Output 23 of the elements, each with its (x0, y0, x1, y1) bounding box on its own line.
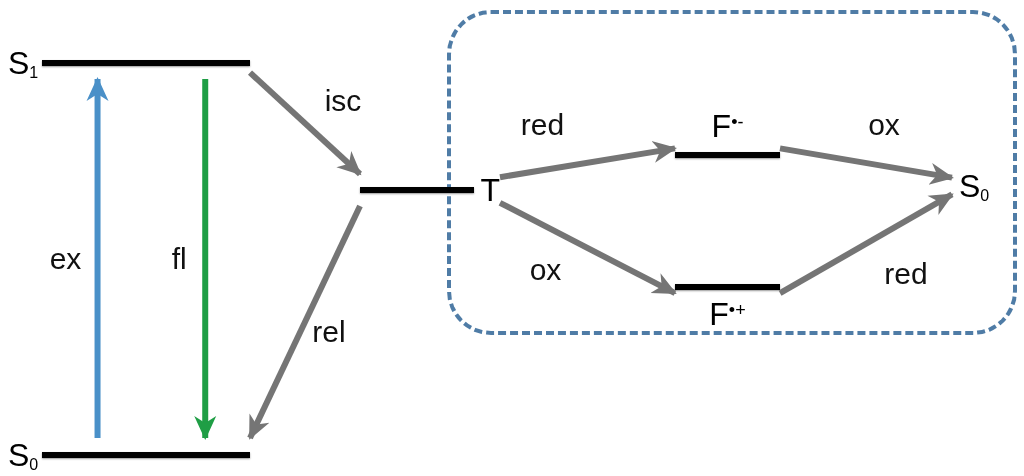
state-label: S$_{1}$ (8, 47, 39, 79)
arrow (498, 200, 677, 296)
state-label: F$^{•+}$ (709, 298, 746, 330)
edge-label: red (884, 258, 928, 289)
edge-label: fl (171, 243, 187, 274)
state-label: S$_{0}$ (958, 170, 990, 202)
edge-label: ex (49, 243, 82, 274)
edge-label: red (520, 109, 565, 140)
arrow (247, 70, 363, 177)
arrow (247, 204, 363, 440)
state-label: S$_{0}$ (8, 439, 39, 471)
edge-label: ox (868, 110, 900, 140)
arrow (194, 79, 217, 440)
edge-label: rel (312, 317, 346, 347)
edge-label: isc (324, 86, 362, 117)
dashed-region (447, 10, 1017, 335)
arrow (779, 145, 954, 185)
arrow (499, 141, 677, 181)
state-label: F$^{•-}$ (711, 110, 744, 142)
arrow (778, 191, 954, 296)
state-label: T (480, 174, 500, 206)
arrow (86, 77, 109, 438)
edge-label: ox (529, 255, 562, 285)
